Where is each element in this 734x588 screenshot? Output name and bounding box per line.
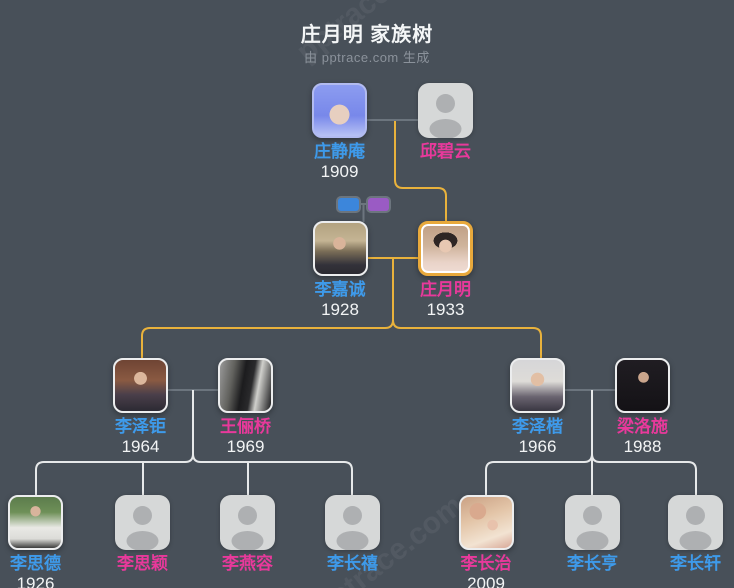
person-silhouette-icon [429,94,462,138]
person-birth-year: 1969 [226,437,265,456]
page-subtitle: 由 pptrace.com 生成 [304,50,430,65]
lineage-connector-gen1-to-root [394,120,447,222]
avatar-placeholder [668,495,723,550]
avatar-placeholder [325,495,380,550]
photo-li-changzhi [458,495,514,550]
person-name: 梁洛施 [617,417,668,436]
person-birth-year: 1988 [623,437,662,456]
person-silhouette-icon [576,506,609,550]
photo-li-zekai [510,358,565,413]
person-name: 庄静庵 [314,142,365,161]
person-name: 李燕容 [222,554,273,573]
children-branch-right-family-a [485,453,593,495]
person-name: 李泽钜 [115,417,166,436]
person-silhouette-icon [679,506,712,550]
person-name: 李嘉诚 [314,280,366,299]
person-card-li-changheng[interactable]: 李长亨 [538,495,648,573]
mini-node-father[interactable] [336,196,361,213]
avatar-placeholder [565,495,620,550]
person-name: 李思颖 [117,554,168,573]
avatar-placeholder [220,495,275,550]
photo-li-zeju [113,358,168,413]
person-silhouette-icon [336,506,369,550]
children-branch-left-family-a [35,453,194,495]
photo-zhuang-jingan [312,83,367,138]
avatar-placeholder [115,495,170,550]
photo-liang-luoshi [615,358,670,413]
person-name: 李思德 [10,554,61,573]
person-card-li-siying[interactable]: 李思颖 [88,495,198,573]
person-card-qiu-biyun[interactable]: 邱碧云 [391,83,501,161]
person-birth-year: 1964 [121,437,160,456]
person-name: 李长治 [460,554,512,573]
page-title: 庄月明 家族树 [300,24,434,46]
person-name: 李长禧 [327,554,378,573]
person-name: 王俪桥 [220,417,271,436]
person-silhouette-icon [126,506,159,550]
person-name: 邱碧云 [420,142,471,161]
person-name: 李长轩 [670,554,721,573]
person-birth-year: 1933 [426,300,465,319]
person-silhouette-icon [231,506,264,550]
lineage-branch-right [392,319,542,358]
photo-zhuang-yueming [418,221,473,276]
person-birth-year: 2009 [467,574,505,588]
person-birth-year: 1928 [321,300,359,319]
person-birth-year: 1966 [518,437,557,456]
lineage-branch-left [141,319,394,358]
person-birth-year: 1926 [16,574,55,588]
children-branch-right-family-b [591,453,697,495]
photo-li-side [8,495,63,550]
photo-li-jiacheng [312,221,368,276]
person-card-li-yanrong[interactable]: 李燕容 [193,495,303,573]
person-birth-year: 1909 [320,162,359,181]
children-branch-left-family-b [192,453,353,495]
person-name: 李泽楷 [512,417,563,436]
person-card-li-changxuan[interactable]: 李长轩 [641,495,734,573]
person-card-li-changxi[interactable]: 李长禧 [298,495,408,573]
photo-wang-liqiao [218,358,273,413]
person-name: 李长亨 [567,554,618,573]
mini-node-mother[interactable] [366,196,391,213]
avatar-placeholder [418,83,473,138]
person-name: 庄月明 [420,280,471,299]
